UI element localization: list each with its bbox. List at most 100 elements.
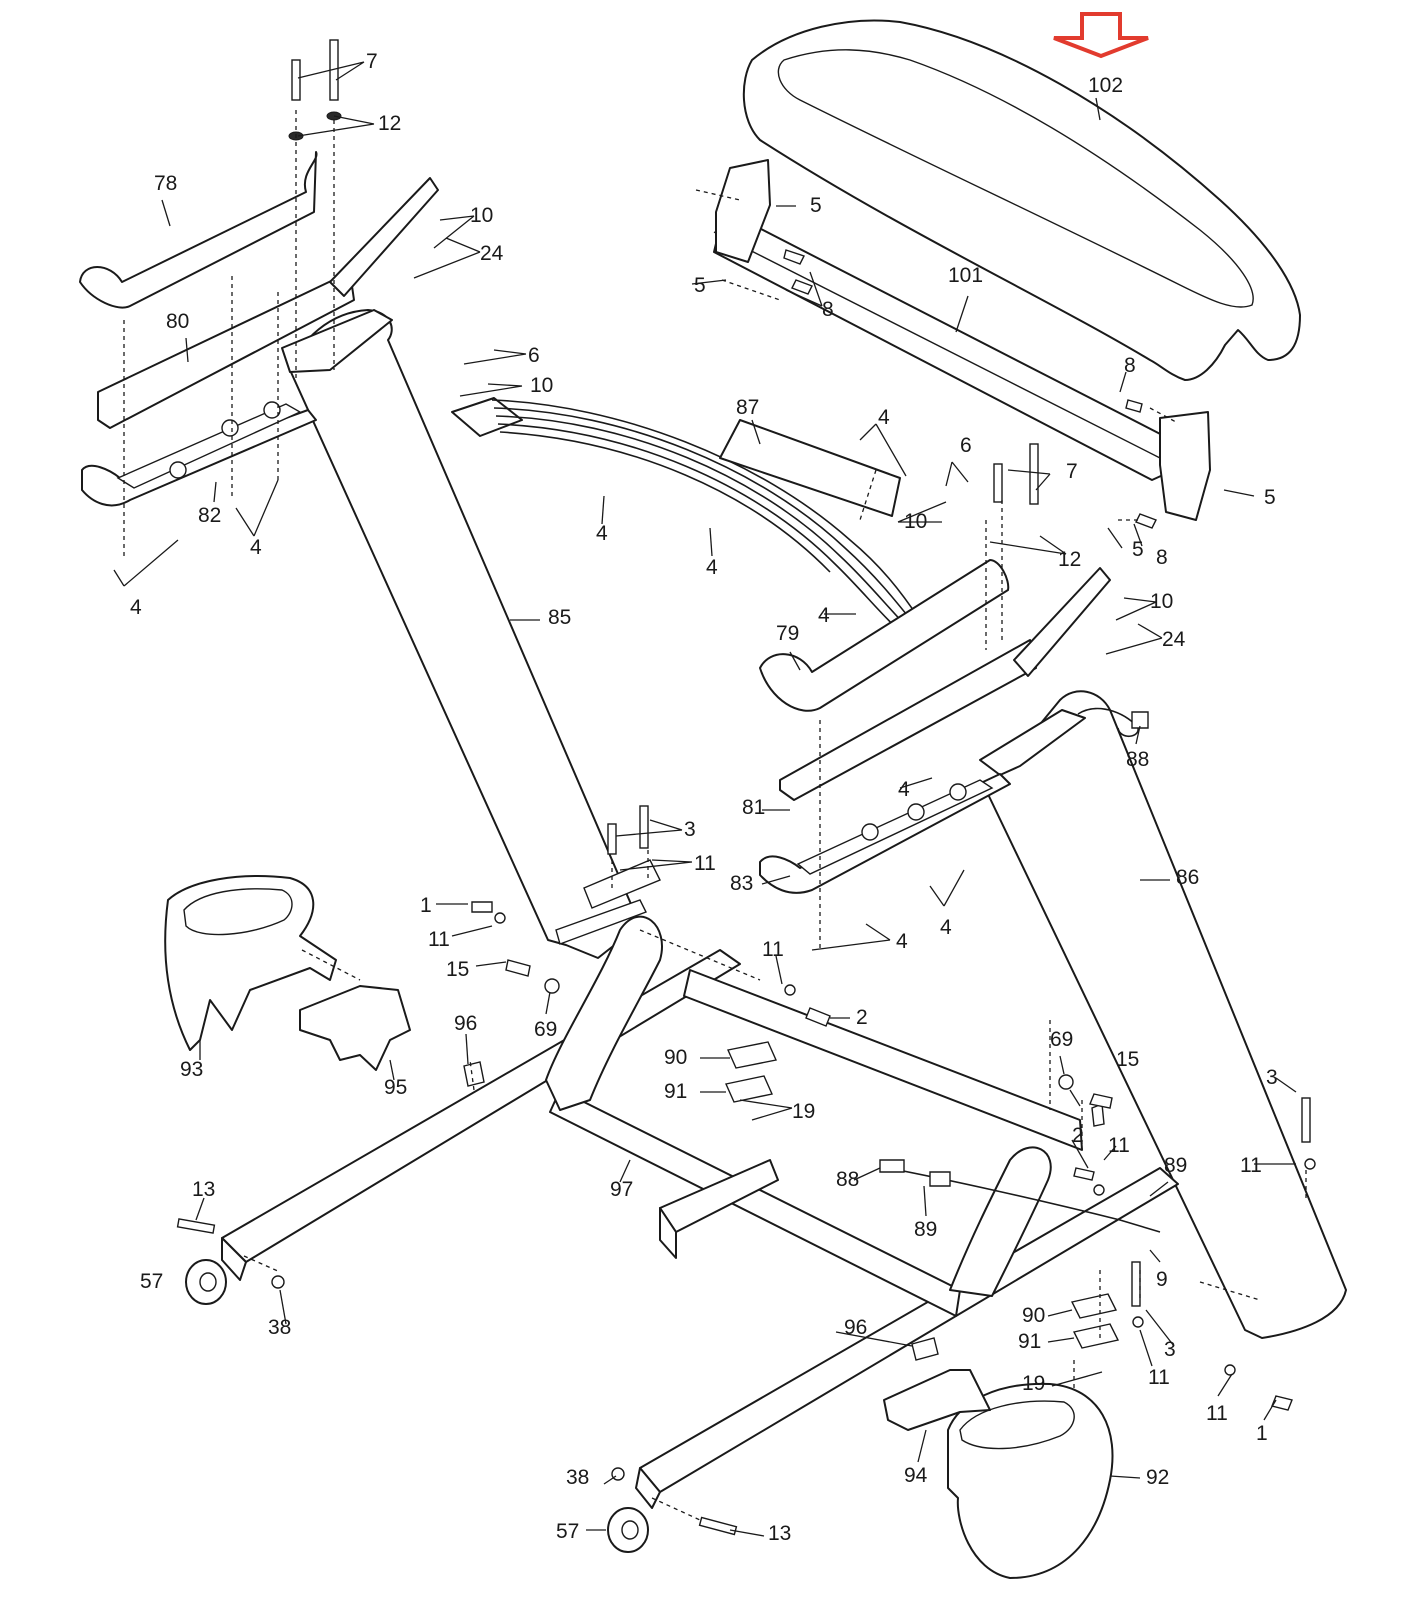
callout-4-b: 4: [250, 536, 262, 559]
callout-81: 81: [742, 796, 765, 819]
console-tray-102: [742, 19, 1301, 381]
callout-102: 102: [1088, 74, 1123, 97]
wire-88-89: [879, 707, 1161, 1233]
wheel-57-right: [607, 1507, 649, 1553]
callout-91-right: 91: [1018, 1330, 1041, 1353]
callout-24-left: 24: [480, 242, 504, 265]
callout-90-left: 90: [664, 1046, 687, 1069]
callout-10-c: 10: [904, 510, 927, 533]
callout-6-right: 6: [960, 434, 972, 457]
shroud-93: [164, 875, 337, 1051]
callout-11-d: 11: [1108, 1134, 1130, 1157]
callout-93: 93: [180, 1058, 203, 1081]
callout-4-f: 4: [818, 604, 830, 627]
callout-87: 87: [736, 396, 759, 419]
callout-1-right: 1: [1256, 1422, 1268, 1445]
callout-19-left: 19: [792, 1100, 815, 1123]
callout-78: 78: [154, 172, 177, 195]
callout-6-left: 6: [528, 344, 540, 367]
callout-3-c: 3: [1164, 1338, 1176, 1361]
callout-12-right: 12: [1058, 548, 1081, 571]
callout-82: 82: [198, 504, 221, 527]
callout-4-d: 4: [706, 556, 718, 579]
callout-19-right: 19: [1022, 1372, 1045, 1395]
console-crossbar-101: [713, 159, 1211, 521]
decal-96: [463, 1061, 939, 1361]
callout-92: 92: [1146, 1466, 1169, 1489]
left-handle-assembly: [79, 151, 439, 507]
callout-91-left: 91: [664, 1080, 687, 1103]
callout-69-left: 69: [534, 1018, 557, 1041]
callout-15-left: 15: [446, 958, 469, 981]
callout-4-i: 4: [940, 916, 952, 939]
leader-lines: [113, 61, 1297, 1537]
callout-8-c: 8: [1156, 546, 1168, 569]
callout-5-c: 5: [1264, 486, 1276, 509]
base-frame: [221, 859, 1179, 1509]
callout-96-right: 96: [844, 1316, 867, 1339]
callout-83: 83: [730, 872, 753, 895]
right-handle-assembly: [759, 559, 1111, 894]
callout-11-f: 11: [1148, 1366, 1170, 1389]
callout-8-a: 8: [822, 298, 834, 321]
assembly-lines: [123, 110, 1307, 1521]
callout-4-a: 4: [130, 596, 142, 619]
left-upright-85: [281, 309, 641, 959]
callout-88-top: 88: [1126, 748, 1149, 771]
callout-94: 94: [904, 1464, 928, 1487]
callouts: 102 101 78 80 82 85 86 87 79 81 83 88 88…: [130, 50, 1278, 1545]
callout-13-left: 13: [192, 1178, 215, 1201]
callout-101: 101: [948, 264, 983, 287]
callout-11-b: 11: [428, 928, 450, 951]
callout-11-g: 11: [1206, 1402, 1228, 1425]
callout-7-right: 7: [1066, 460, 1078, 483]
callout-85: 85: [548, 606, 571, 629]
callout-95: 95: [384, 1076, 407, 1099]
right-upright-86: [979, 690, 1347, 1339]
callout-2-right: 2: [1072, 1124, 1084, 1147]
callout-10-d: 10: [1150, 590, 1173, 613]
callout-5-d: 5: [1132, 538, 1144, 561]
callout-57-left: 57: [140, 1270, 163, 1293]
wheel-57-left: [185, 1259, 227, 1305]
callout-38-left: 38: [268, 1316, 291, 1339]
shroud-92: [947, 1382, 1114, 1579]
callout-10-b: 10: [530, 374, 553, 397]
callout-69-right: 69: [1050, 1028, 1073, 1051]
callout-80: 80: [166, 310, 189, 333]
callout-90-right: 90: [1022, 1304, 1045, 1327]
callout-7-left: 7: [366, 50, 378, 73]
callout-24-right: 24: [1162, 628, 1186, 651]
callout-11-e: 11: [1240, 1154, 1262, 1177]
callout-89-right: 89: [1164, 1154, 1187, 1177]
bracket-90-91: [725, 1041, 1120, 1349]
callout-97: 97: [610, 1178, 633, 1201]
callout-57-right: 57: [556, 1520, 579, 1543]
callout-4-e: 4: [878, 406, 890, 429]
callout-10-a: 10: [470, 204, 493, 227]
callout-89-left: 89: [914, 1218, 937, 1241]
callout-96-left: 96: [454, 1012, 477, 1035]
callout-3-b: 3: [1266, 1066, 1278, 1089]
shroud-94: [883, 1369, 991, 1431]
callout-9: 9: [1156, 1268, 1168, 1291]
callout-12-left: 12: [378, 112, 401, 135]
callout-2-left: 2: [856, 1006, 868, 1029]
callout-15-right: 15: [1116, 1048, 1139, 1071]
down-arrow-icon: [1053, 12, 1149, 59]
callout-5-b: 5: [694, 274, 706, 297]
callout-11-a: 11: [694, 852, 716, 875]
callout-8-b: 8: [1124, 354, 1136, 377]
callout-13-right: 13: [768, 1522, 791, 1545]
callout-5-a: 5: [810, 194, 822, 217]
callout-79: 79: [776, 622, 799, 645]
callout-88-bottom: 88: [836, 1168, 859, 1191]
callout-3-a: 3: [684, 818, 696, 841]
callout-4-c: 4: [596, 522, 608, 545]
callout-86: 86: [1176, 866, 1199, 889]
callout-38-right: 38: [566, 1466, 589, 1489]
callout-1-left: 1: [420, 894, 432, 917]
shroud-95: [299, 985, 411, 1071]
callout-4-h: 4: [896, 930, 908, 953]
